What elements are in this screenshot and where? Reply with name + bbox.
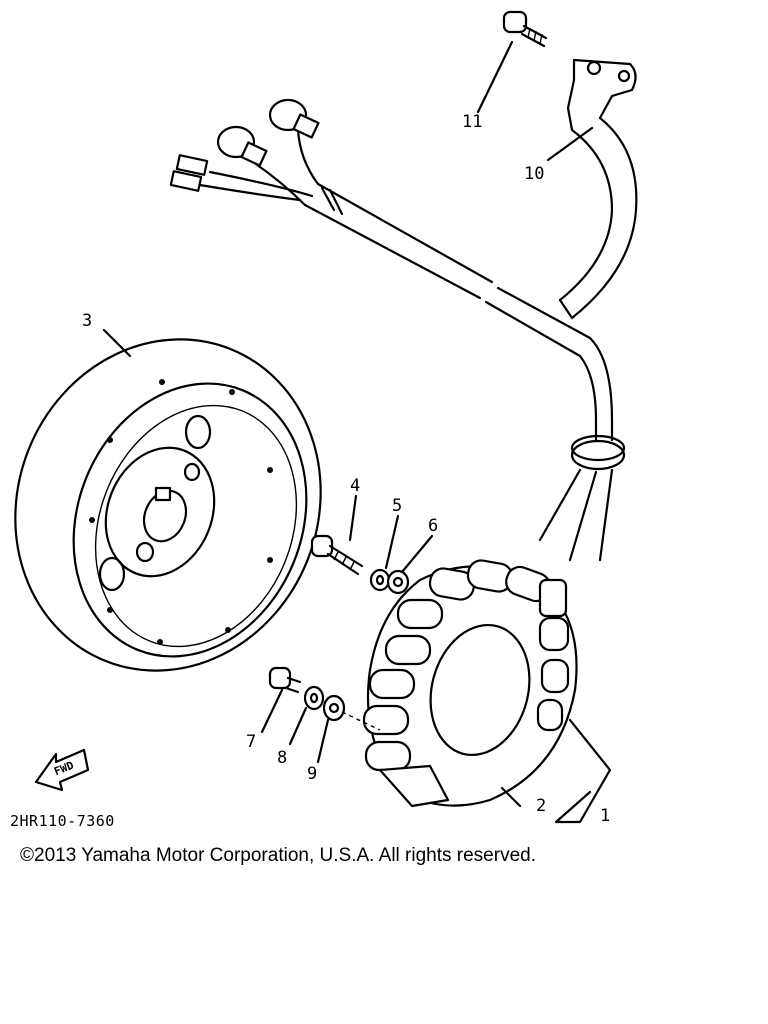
forward-direction-arrow <box>34 748 90 792</box>
stator-coil-assembly <box>362 559 578 808</box>
copyright-notice: ©2013 Yamaha Motor Corporation, U.S.A. A… <box>20 845 536 866</box>
callout-8: 8 <box>277 748 288 768</box>
leader-lines <box>102 40 612 824</box>
callout-11: 11 <box>462 112 483 132</box>
generator-drawing <box>14 10 638 824</box>
rotor-flywheel <box>14 338 322 672</box>
callout-2: 2 <box>536 796 547 816</box>
callout-6: 6 <box>428 516 439 536</box>
wire-harness <box>169 98 626 562</box>
screw-4 <box>310 534 364 576</box>
callout-5: 5 <box>392 496 403 516</box>
plain-washer-9 <box>322 694 381 731</box>
screw-11 <box>502 10 548 48</box>
plain-washer-6 <box>386 569 410 595</box>
screw-7 <box>268 666 302 694</box>
callout-1: 1 <box>600 806 611 826</box>
callout-4: 4 <box>350 476 361 496</box>
callout-3: 3 <box>82 311 93 331</box>
lock-washer-8 <box>303 685 325 711</box>
diagram-code: 2HR110-7360 <box>10 812 115 830</box>
wire-clamp-bracket <box>558 58 638 320</box>
callout-9: 9 <box>307 764 318 784</box>
callout-10: 10 <box>524 164 545 184</box>
exploded-parts-diagram: 3 4 5 6 7 8 9 2 1 10 11 FWD <box>14 10 638 826</box>
lock-washer-5 <box>369 568 391 592</box>
callout-7: 7 <box>246 732 257 752</box>
